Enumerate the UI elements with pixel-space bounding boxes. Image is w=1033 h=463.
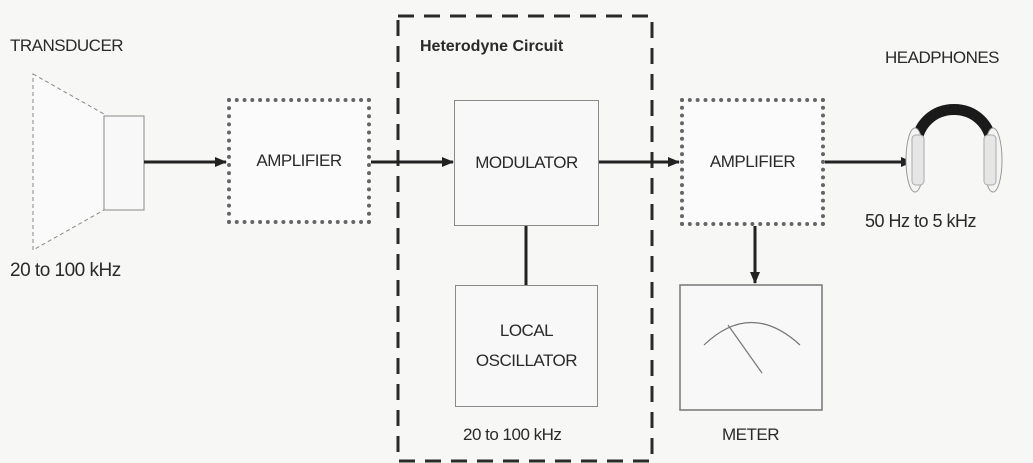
amplifier-output-block: AMPLIFIER [680,98,825,226]
amplifier-input-block: AMPLIFIER [227,98,371,224]
meter-label: METER [722,425,780,444]
heterodyne-frame [396,14,654,463]
headphones-icon [905,104,1003,193]
heterodyne-title: Heterodyne Circuit [420,38,564,55]
transducer-icon [32,73,145,251]
meter-icon [679,284,823,411]
modulator-label: MODULATOR [475,153,578,172]
local-oscillator-frequency: 20 to 100 kHz [463,425,562,444]
transducer-frequency: 20 to 100 kHz [10,260,121,281]
headphones-label: HEADPHONES [885,48,1000,67]
modulator-block: MODULATOR [454,100,599,226]
local-oscillator-label-line2: OSCILLATOR [475,351,578,370]
amplifier-output-label: AMPLIFIER [709,152,796,171]
amplifier-input-label: AMPLIFIER [256,151,342,170]
local-oscillator-block: LOCAL OSCILLATOR [455,285,598,407]
transducer-label: TRANSDUCER [10,36,124,55]
headphones-frequency: 50 Hz to 5 kHz [865,211,977,231]
local-oscillator-label-line1: LOCAL [499,321,554,340]
